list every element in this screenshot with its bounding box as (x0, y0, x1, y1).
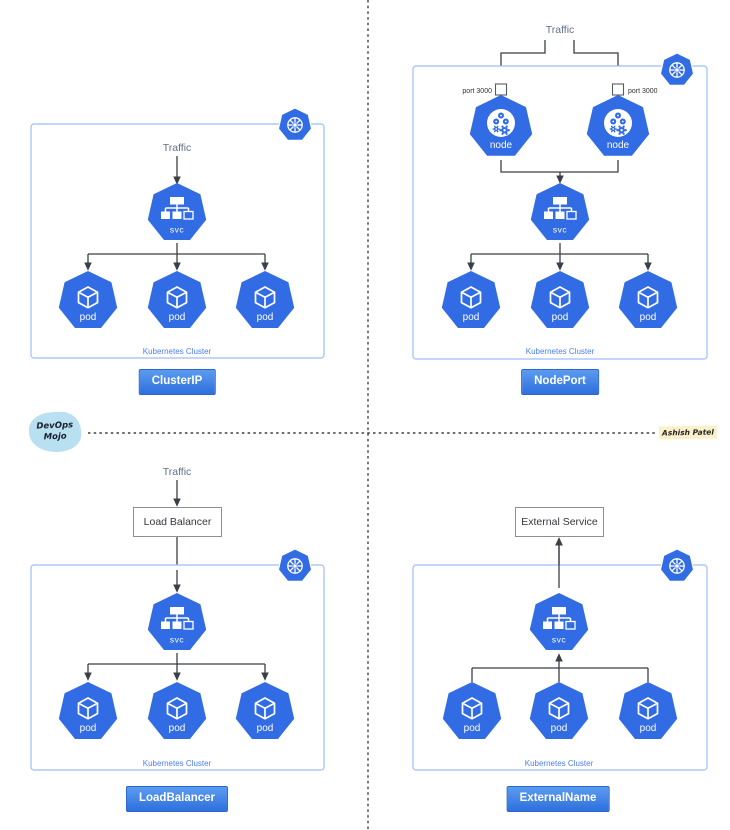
traffic-label: Traffic (163, 142, 192, 154)
svg-text:pod: pod (551, 723, 568, 734)
svg-text:pod: pod (80, 312, 97, 323)
svg-text:node: node (490, 140, 513, 151)
pod-icon: pod (531, 271, 589, 328)
kubernetes-logo-icon (278, 549, 311, 581)
loadbalancer-diagram: Traffic svc pod pod pod Kubernetes Clust… (30, 466, 325, 771)
svg-text:svc: svc (170, 225, 185, 235)
pod-icon: pod (442, 271, 500, 328)
kubernetes-logo-icon (660, 53, 693, 85)
devops-mojo-line2: Mojo (43, 431, 67, 443)
pod-icon: pod (148, 271, 206, 328)
connector-lines (467, 160, 652, 271)
externalname-type-button[interactable]: ExternalName (506, 786, 610, 812)
svg-text:pod: pod (640, 312, 657, 323)
service-icon: svc (531, 183, 589, 240)
pod-icon: pod (619, 271, 677, 328)
svg-text:node: node (607, 140, 630, 151)
connector-lines (84, 653, 269, 681)
cluster-label: Kubernetes Cluster (525, 759, 594, 768)
port-label: port 3000 (462, 88, 492, 95)
svg-text:svc: svc (170, 635, 185, 645)
kubernetes-logo-icon (278, 108, 311, 140)
nodeport-diagram: Traffic port 3000 port 3000 node node sv… (412, 24, 708, 360)
pod-icon: pod (236, 682, 294, 739)
svg-text:pod: pod (552, 312, 569, 323)
svg-text:pod: pod (257, 312, 274, 323)
service-icon: svc (148, 183, 206, 240)
node-port-connector (494, 83, 508, 96)
cluster-label: Kubernetes Cluster (143, 759, 212, 768)
pod-icon: pod (59, 271, 117, 328)
service-icon: svc (148, 593, 206, 650)
pod-icon: pod (59, 682, 117, 739)
cluster-label: Kubernetes Cluster (526, 347, 595, 356)
traffic-label: Traffic (546, 24, 575, 36)
loadbalancer-type-button[interactable]: LoadBalancer (125, 786, 229, 812)
connector-lines (471, 653, 649, 682)
node-port-connector (611, 83, 625, 96)
load-balancer-box: Load Balancer (133, 507, 222, 537)
svg-text:svc: svc (552, 635, 567, 645)
connector-lines (84, 156, 269, 271)
clusterip-diagram: Traffic svc pod pod pod Kubernetes Clust… (30, 108, 325, 359)
devops-mojo-line1: DevOps (36, 420, 74, 433)
pod-icon: pod (530, 682, 588, 739)
kubernetes-logo-icon (660, 549, 693, 581)
svg-text:pod: pod (464, 723, 481, 734)
nodeport-type-button[interactable]: NodePort (521, 369, 599, 395)
service-icon: svc (530, 593, 588, 650)
pod-icon: pod (236, 271, 294, 328)
node-icon: node (470, 95, 532, 156)
svg-text:pod: pod (463, 312, 480, 323)
devops-mojo-badge: DevOps Mojo (28, 411, 82, 453)
svg-text:pod: pod (169, 723, 186, 734)
pod-icon: pod (443, 682, 501, 739)
svg-text:pod: pod (640, 723, 657, 734)
external-service-box: External Service (515, 507, 604, 537)
pod-icon: pod (148, 682, 206, 739)
svg-text:svc: svc (553, 225, 568, 235)
node-icon: node (587, 95, 649, 156)
svg-text:pod: pod (80, 723, 97, 734)
port-label: port 3000 (628, 88, 658, 95)
pod-icon: pod (619, 682, 677, 739)
author-label: Ashish Patel (658, 425, 718, 440)
externalname-diagram: svc pod pod pod Kubernetes Cluster (412, 537, 708, 771)
traffic-label: Traffic (163, 466, 192, 478)
cluster-label: Kubernetes Cluster (143, 347, 212, 356)
clusterip-type-button[interactable]: ClusterIP (138, 369, 216, 395)
svg-text:pod: pod (257, 723, 274, 734)
svg-text:pod: pod (169, 312, 186, 323)
